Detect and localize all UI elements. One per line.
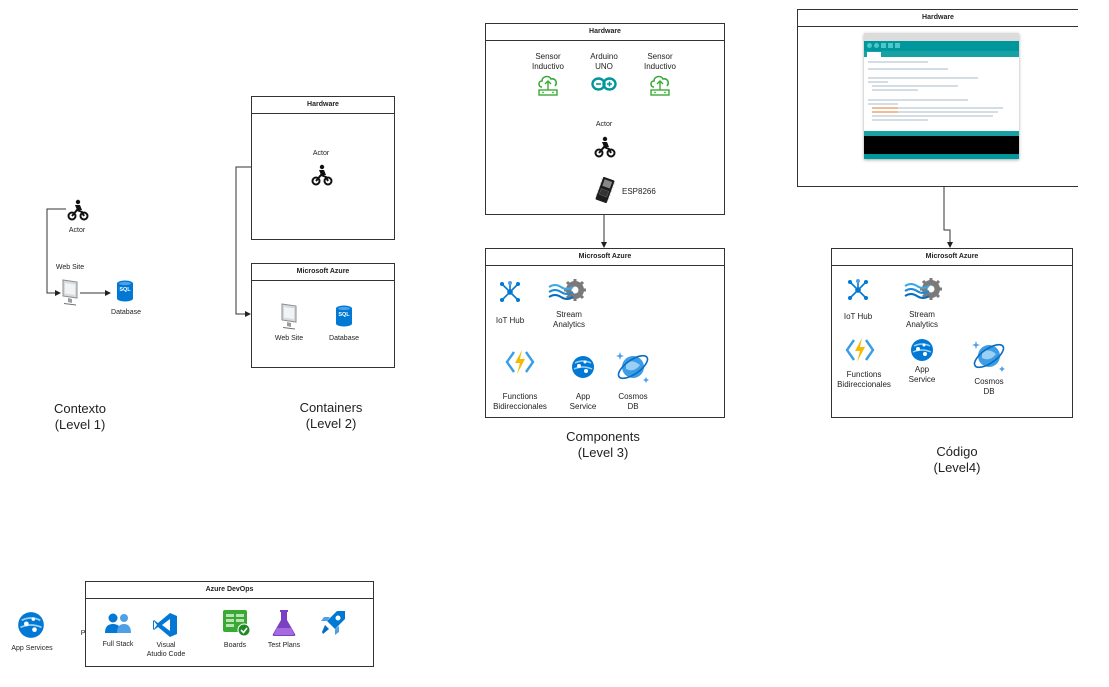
l2-database-label: Database: [329, 335, 359, 342]
l3-esp8266-board-icon: [594, 176, 616, 209]
l3-stream-analytics-label-1: Stream: [556, 310, 582, 319]
devops-full-stack-icon: [104, 612, 132, 639]
l4-ide-code-lines: [868, 61, 1003, 121]
l4-app-service-label-1: App: [914, 365, 930, 374]
l3-arduino-icon: [591, 76, 617, 97]
l4-functions-label-1: Functions: [846, 370, 882, 379]
l3-functions-label-2: Bidireccionales: [493, 402, 547, 411]
l1-sql-database-icon: SQL: [116, 280, 134, 307]
devops-vscode-label-2: Atudio Code: [146, 651, 186, 658]
l4-cosmos-db-label-1: Cosmos: [974, 377, 1004, 386]
l4-caption-level: (Level4): [933, 460, 981, 475]
l4-ide-tabbar: [864, 51, 1019, 57]
l3-arduino-label-1: Arduino: [590, 52, 618, 61]
devops-full-stack-label: Full Stack: [102, 641, 134, 648]
l4-app-service-label-2: Service: [908, 375, 936, 384]
l4-arduino-ide-screenshot: [864, 33, 1019, 159]
l4-stream-analytics-label-2: Analytics: [905, 320, 938, 329]
l4-functions-icon: [845, 336, 875, 369]
devops-title: Azure DevOps: [86, 582, 373, 599]
l3-motorcycle-icon: [594, 136, 616, 163]
l3-app-service-label-2: Service: [569, 402, 597, 411]
l4-ide-titlebar: [864, 33, 1019, 41]
devops-test-plans-icon: [271, 609, 297, 642]
l3-sensor-right-label-1: Sensor: [647, 52, 673, 61]
l3-functions-label-1: Functions: [502, 392, 538, 401]
l1-computer-icon: [60, 278, 80, 311]
l4-azure-title: Microsoft Azure: [832, 249, 1072, 266]
l1-database-label: Database: [111, 309, 141, 316]
devops-test-plans-label: Test Plans: [267, 642, 301, 649]
l3-actor-label: Actor: [595, 121, 613, 128]
l3-azure-title: Microsoft Azure: [486, 249, 724, 266]
l3-sensor-left-label-1: Sensor: [535, 52, 561, 61]
l4-app-service-icon: [910, 338, 934, 367]
devops-app-services-icon: [17, 611, 45, 644]
l4-ide-status-bar: [864, 131, 1019, 136]
l3-cosmos-db-icon: [614, 347, 652, 392]
l3-sensor-right-label-2: Inductivo: [643, 62, 677, 71]
l3-caption-title: Components: [566, 429, 640, 444]
l4-azure-box: Microsoft Azure: [831, 248, 1073, 418]
l3-sensor-left-label-2: Inductivo: [531, 62, 565, 71]
l1-caption-level: (Level 1): [54, 417, 106, 432]
l4-ide-footer: [864, 154, 1019, 159]
l1-sql-text: SQL: [119, 287, 131, 293]
l3-cosmos-db-label-2: DB: [627, 402, 639, 411]
l2-azure-box: Microsoft Azure: [251, 263, 395, 368]
devops-pipelines-rocket-icon: [319, 609, 347, 642]
l3-iot-hub-icon: [498, 280, 522, 309]
l2-motorcycle-icon: [311, 164, 333, 191]
l4-hardware-to-azure-line: [943, 186, 953, 248]
l4-iot-hub-label: IoT Hub: [843, 312, 873, 321]
l4-cosmos-db-icon: [970, 336, 1008, 381]
l4-iot-hub-icon: [846, 278, 870, 307]
l4-cosmos-db-label-2: DB: [983, 387, 995, 396]
l3-sensor-right-cloud-icon: [648, 73, 672, 102]
l4-ide-console: [864, 136, 1019, 154]
devops-vscode-label-1: Visual: [156, 642, 176, 649]
l2-sql-database-icon: SQL: [335, 305, 353, 332]
l1-actor-to-website-line: [46, 208, 66, 296]
l3-cosmos-db-label-1: Cosmos: [618, 392, 648, 401]
l1-actor-label: Actor: [68, 227, 86, 234]
l1-website-label: Web Site: [55, 264, 85, 271]
l3-iot-hub-label: IoT Hub: [495, 316, 525, 325]
l3-arduino-label-2: UNO: [595, 62, 613, 71]
l2-actor-label: Actor: [312, 150, 330, 157]
l3-app-service-icon: [571, 355, 595, 384]
l2-caption-title: Containers: [299, 400, 363, 415]
l1-caption-title: Contexto: [53, 401, 107, 416]
l3-stream-analytics-icon: [547, 277, 587, 312]
l4-hardware-title: Hardware: [798, 10, 1078, 27]
l1-motorcycle-icon: [67, 199, 89, 226]
l2-sql-text: SQL: [338, 312, 350, 318]
l4-stream-analytics-label-1: Stream: [909, 310, 935, 319]
l2-hardware-to-azure-line: [235, 166, 251, 317]
l2-hardware-title: Hardware: [252, 97, 394, 114]
l4-caption-title: Código: [936, 444, 978, 459]
devops-vscode-icon: [152, 612, 178, 643]
l3-app-service-label-1: App: [575, 392, 591, 401]
l2-website-label: Web Site: [274, 335, 304, 342]
devops-boards-label: Boards: [223, 642, 247, 649]
l3-azure-box: Microsoft Azure: [485, 248, 725, 418]
l3-esp8266-label: ESP8266: [622, 187, 656, 196]
devops-boards-icon: [222, 609, 252, 642]
devops-app-services-label: App Services: [11, 645, 53, 652]
l4-stream-analytics-icon: [903, 276, 943, 311]
l2-computer-icon: [279, 302, 299, 335]
l4-functions-label-2: Bidireccionales: [837, 380, 891, 389]
l3-hardware-title: Hardware: [486, 24, 724, 41]
l2-caption-level: (Level 2): [305, 416, 357, 431]
l2-azure-title: Microsoft Azure: [252, 264, 394, 281]
l3-caption-level: (Level 3): [577, 445, 629, 460]
l3-sensor-left-cloud-icon: [536, 73, 560, 102]
l3-stream-analytics-label-2: Analytics: [552, 320, 585, 329]
l4-ide-toolbar: [864, 41, 1019, 51]
l3-functions-icon: [505, 348, 535, 381]
